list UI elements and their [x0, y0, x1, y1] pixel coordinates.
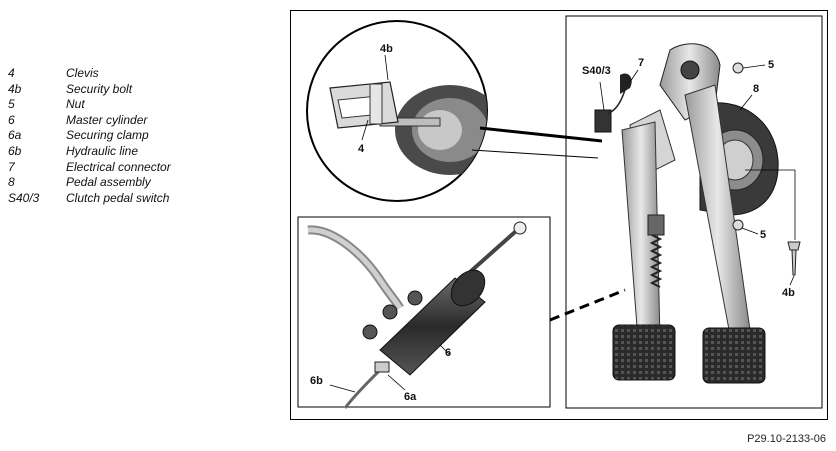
legend-row: 6a Securing clamp — [8, 128, 171, 144]
callout-5-top: 5 — [768, 59, 774, 71]
figure-drawing: 4b 4 7 S40/3 5 8 5 4b 6 6b 6a — [290, 10, 828, 420]
legend-desc: Clevis — [66, 66, 99, 80]
callout-4b-right: 4b — [782, 287, 795, 299]
brake-pedal-pad — [702, 327, 766, 384]
callout-6: 6 — [445, 347, 451, 359]
figure-reference: P29.10-2133-06 — [747, 433, 826, 445]
outer-frame — [290, 10, 828, 420]
security-bolt — [787, 241, 801, 276]
callout-6b: 6b — [310, 375, 323, 387]
legend-key: 7 — [8, 159, 15, 174]
pedal-assembly — [594, 43, 801, 384]
legend-row: 6 Master cylinder — [8, 113, 171, 129]
legend-row: 5 Nut — [8, 97, 171, 113]
legend-key: 6 — [8, 112, 15, 127]
nut-top — [732, 62, 744, 74]
callout-4b-detail: 4b — [380, 43, 393, 55]
nut-bottom — [732, 219, 744, 231]
electrical-connector — [620, 73, 632, 94]
legend-row: 7 Electrical connector — [8, 160, 171, 176]
clutch-pedal-switch — [594, 109, 612, 133]
legend-key: S40/3 — [8, 190, 40, 205]
clutch-pedal-pad — [612, 324, 676, 381]
legend-desc: Clutch pedal switch — [66, 190, 170, 205]
legend-key: 4 — [8, 66, 15, 80]
legend-key: 5 — [8, 97, 15, 112]
legend-desc: Electrical connector — [66, 159, 171, 174]
master-cylinder-drawing — [307, 221, 527, 409]
legend-key: 6b — [8, 143, 22, 158]
legend-desc: Pedal assembly — [66, 175, 151, 190]
callout-4-detail: 4 — [358, 143, 365, 155]
legend-row: S40/3 Clutch pedal switch — [8, 191, 171, 207]
legend-row: 4b Security bolt — [8, 82, 171, 98]
legend-desc: Nut — [66, 97, 85, 112]
callout-8: 8 — [753, 83, 759, 95]
legend-desc: Hydraulic line — [66, 143, 139, 158]
legend-row: 4 Clevis — [8, 66, 171, 82]
callout-7: 7 — [638, 57, 644, 69]
callout-5-bottom: 5 — [760, 229, 766, 241]
callout-6a: 6a — [404, 391, 417, 403]
technical-figure: 4b 4 7 S40/3 5 8 5 4b 6 6b 6a — [290, 10, 828, 420]
legend-row: 6b Hydraulic line — [8, 144, 171, 160]
legend-desc: Security bolt — [66, 81, 133, 96]
legend-list: 4 Clevis 4b Security bolt 5 Nut 6 Master cyl… — [8, 66, 171, 206]
legend-key: 4b — [8, 81, 22, 96]
legend-desc: Master cylinder — [66, 112, 148, 127]
legend-row: 8 Pedal assembly — [8, 175, 171, 191]
callout-s40-3: S40/3 — [582, 65, 611, 77]
legend-desc: Securing clamp — [66, 128, 149, 143]
legend-key: 8 — [8, 175, 15, 190]
detail-circle — [306, 20, 603, 202]
legend-key: 6a — [8, 128, 22, 143]
